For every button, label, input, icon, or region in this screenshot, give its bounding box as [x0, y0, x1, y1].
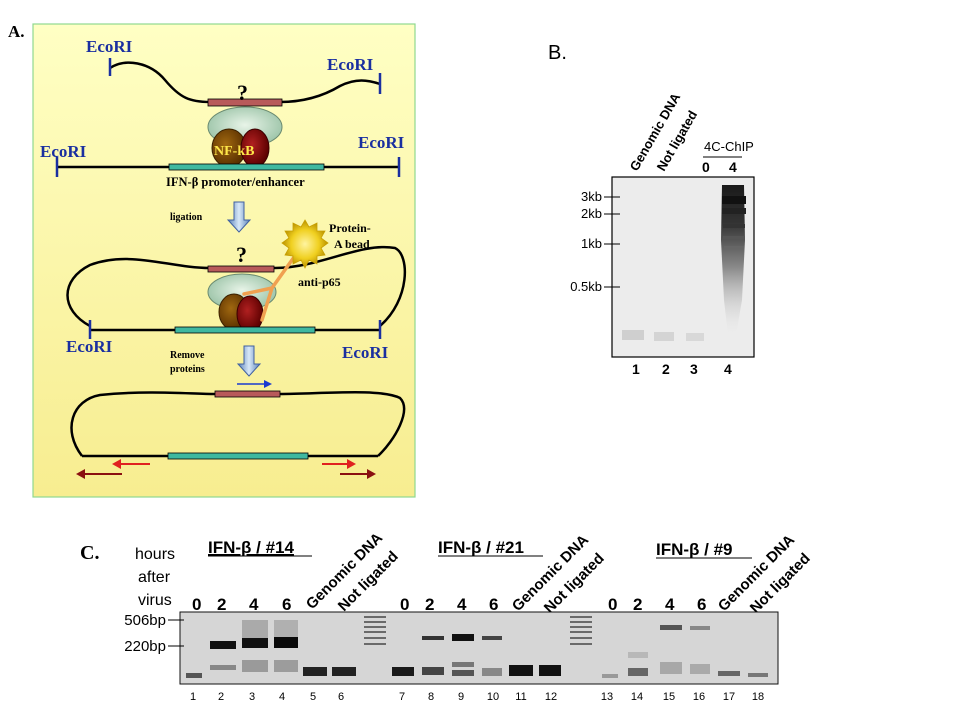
time-label: 4 — [249, 595, 259, 614]
lane-number: 10 — [487, 691, 499, 703]
promoter-label: IFN-β promoter/enhancer — [166, 175, 305, 189]
remove-label: proteins — [170, 364, 205, 375]
lane-number: 12 — [545, 691, 557, 703]
chip-label: 4C-ChIP — [704, 139, 754, 154]
chip-time: 0 — [702, 159, 710, 175]
question-mark: ? — [237, 80, 248, 105]
time-label: 6 — [282, 595, 291, 614]
axis-label: after — [138, 569, 171, 586]
lane-number: 2 — [662, 361, 670, 377]
ecori-label: EcoRI — [66, 337, 113, 356]
panel-a-background — [32, 23, 416, 498]
time-label: 6 — [489, 595, 498, 614]
remove-label: Remove — [170, 350, 205, 361]
lane-number: 5 — [310, 691, 316, 703]
lane-number: 17 — [723, 691, 735, 703]
marker-label: 0.5kb — [570, 279, 602, 294]
axis-label: virus — [138, 592, 172, 609]
lane-number: 14 — [631, 691, 643, 703]
time-label: 4 — [665, 595, 675, 614]
lane-number: 13 — [601, 691, 613, 703]
lane-number: 2 — [218, 691, 224, 703]
time-label: 6 — [697, 595, 706, 614]
lane-number: 3 — [249, 691, 255, 703]
marker-label: 220bp — [124, 638, 166, 655]
panel-a-letter: A. — [8, 22, 25, 41]
group-title: IFN-β / #14 — [208, 538, 295, 557]
time-label: 2 — [425, 595, 434, 614]
promoter-segment — [168, 163, 325, 171]
marker-label: 506bp — [124, 612, 166, 629]
lane-number: 9 — [458, 691, 464, 703]
lane-number: 15 — [663, 691, 675, 703]
time-label: 0 — [400, 595, 409, 614]
target-segment — [207, 98, 283, 107]
protein-a-label: Protein- — [329, 221, 371, 235]
time-label: 0 — [192, 595, 201, 614]
ecori-label: EcoRI — [342, 343, 389, 362]
marker-label: 3kb — [581, 189, 602, 204]
group-title: IFN-β / #21 — [438, 538, 524, 557]
time-label: 0 — [608, 595, 617, 614]
panel-c-letter: C. — [80, 542, 100, 564]
ligation-label: ligation — [170, 212, 203, 223]
lane-number: 6 — [338, 691, 344, 703]
ecori-label: EcoRI — [40, 142, 87, 161]
time-label: 2 — [217, 595, 226, 614]
lane-number: 4 — [279, 691, 285, 703]
lane-number: 7 — [399, 691, 405, 703]
chip-time: 4 — [729, 159, 737, 175]
lane-number: 8 — [428, 691, 434, 703]
ecori-label: EcoRI — [358, 133, 405, 152]
ecori-label: EcoRI — [86, 37, 133, 56]
marker-label: 1kb — [581, 236, 602, 251]
group-title: IFN-β / #9 — [656, 540, 733, 559]
nfkb-label: NF-kB — [214, 144, 254, 159]
lane-number: 4 — [724, 361, 732, 377]
lane-number: 3 — [690, 361, 698, 377]
lane-number: 16 — [693, 691, 705, 703]
panel-b-letter: B. — [548, 42, 567, 64]
protein-a-bead — [281, 219, 329, 269]
antibody-label: anti-p65 — [298, 275, 341, 289]
lane-number: 18 — [752, 691, 764, 703]
marker-label: 2kb — [581, 206, 602, 221]
protein-a-label: A bead — [334, 237, 370, 251]
axis-label: hours — [135, 546, 175, 563]
lane-number: 11 — [515, 691, 526, 703]
lane-number: 1 — [190, 691, 196, 703]
question-mark: ? — [236, 242, 247, 267]
time-label: 4 — [457, 595, 467, 614]
ecori-label: EcoRI — [327, 55, 374, 74]
time-label: 2 — [633, 595, 642, 614]
lane-number: 1 — [632, 361, 640, 377]
